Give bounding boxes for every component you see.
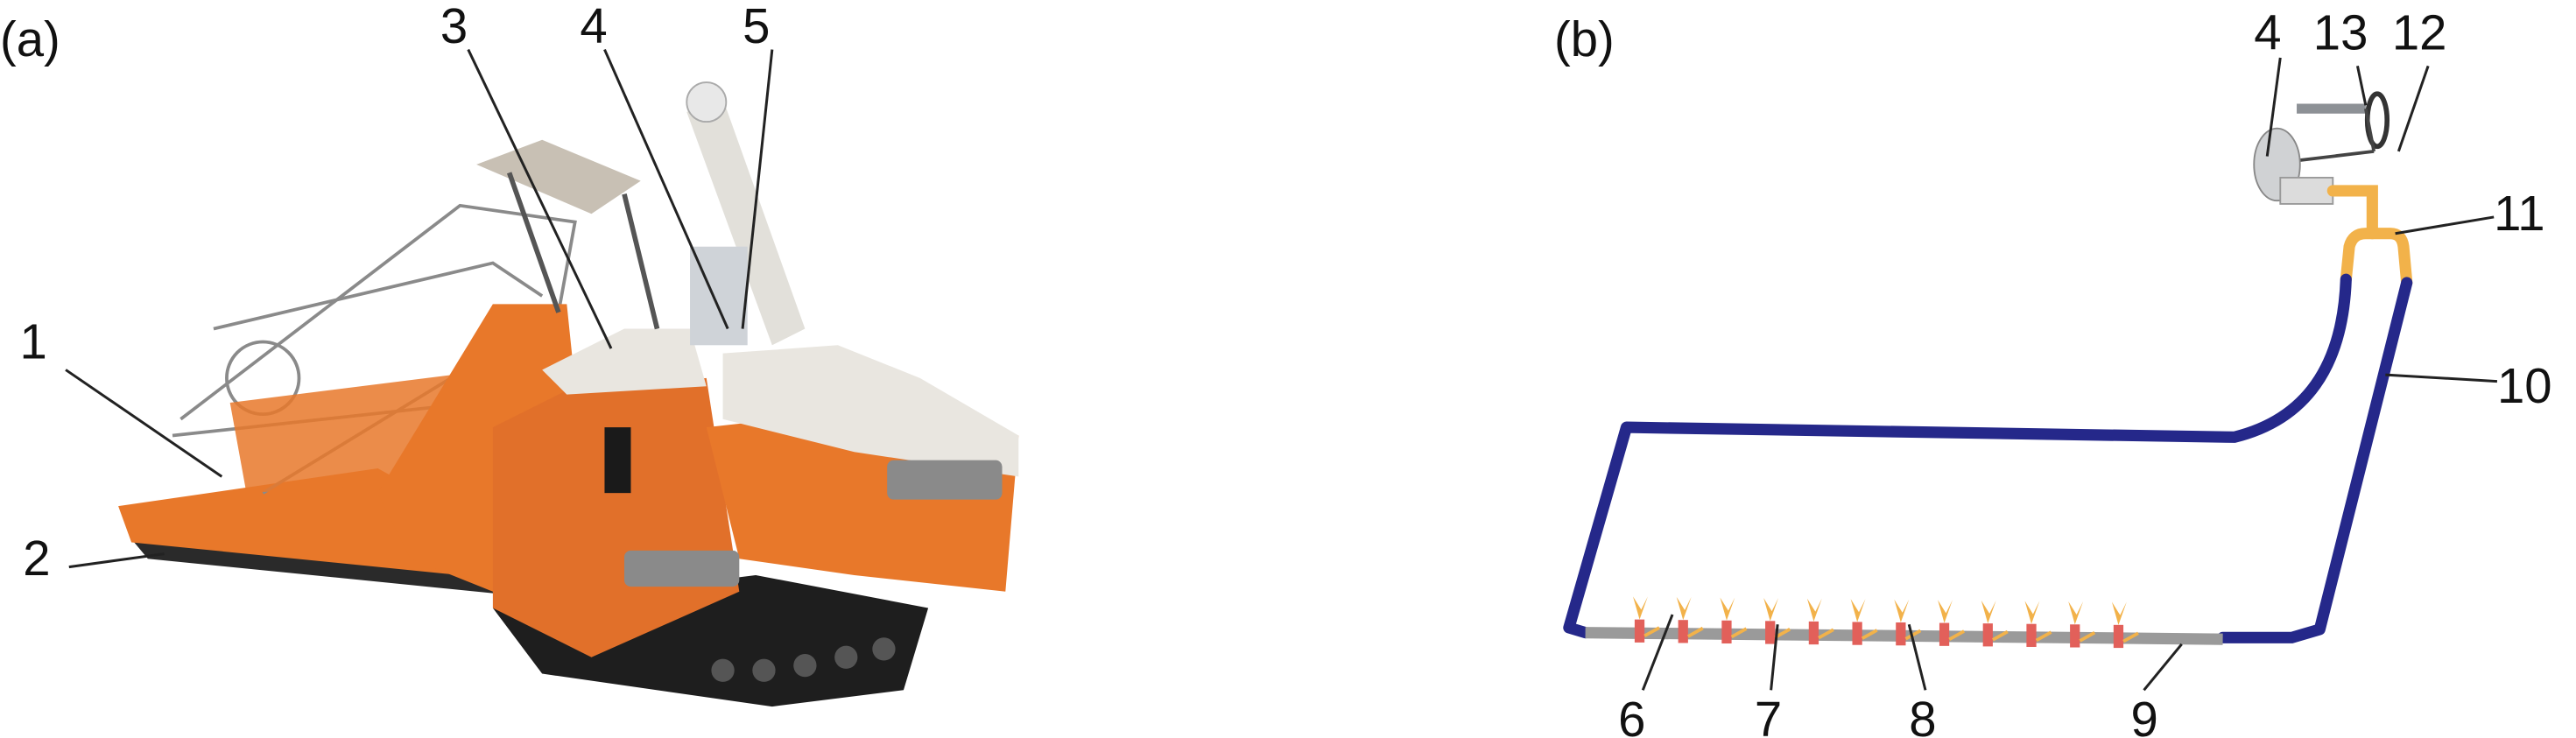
nozzle xyxy=(1938,600,1965,646)
panel-b-tag: (b) xyxy=(1554,11,1615,67)
nozzle xyxy=(1633,596,1660,643)
panel-a-tag: (a) xyxy=(0,11,60,67)
callout-6: 6 xyxy=(1618,692,1645,738)
callout-7: 7 xyxy=(1755,692,1782,738)
nozzle xyxy=(1676,596,1704,643)
nozzle xyxy=(1894,599,1922,646)
callout-1: 1 xyxy=(20,313,47,369)
callout-b-4: 4 xyxy=(2254,5,2281,60)
callout-2: 2 xyxy=(23,531,50,586)
callout-8: 8 xyxy=(1909,692,1936,738)
nozzle xyxy=(2111,601,2139,649)
cutter-bar xyxy=(131,538,510,595)
nozzle xyxy=(1720,597,1748,644)
engine-cover xyxy=(542,328,707,395)
nozzle xyxy=(1981,600,2009,647)
callout-10: 10 xyxy=(2497,358,2552,413)
panel-b: (b) 4 xyxy=(1554,5,2552,738)
callout-13: 13 xyxy=(2313,5,2368,60)
callout-4: 4 xyxy=(580,0,607,53)
tank-cover xyxy=(722,345,1019,477)
callout-9: 9 xyxy=(2131,692,2158,738)
nozzle xyxy=(2068,601,2096,648)
tee-connector xyxy=(2326,185,2413,289)
cab-canopy xyxy=(476,139,641,214)
callout-5: 5 xyxy=(743,0,770,53)
nozzle xyxy=(2024,601,2052,647)
callout-12: 12 xyxy=(2392,5,2447,60)
harvester-photo xyxy=(118,81,1019,707)
delivery-pipe xyxy=(1563,273,2413,643)
nozzles xyxy=(1633,596,2139,649)
main-body xyxy=(492,377,740,657)
callout-11: 11 xyxy=(2494,186,2544,241)
callout-3: 3 xyxy=(440,0,468,53)
nozzle xyxy=(1850,599,1878,645)
panel-a: (a) xyxy=(0,0,1019,707)
nozzle xyxy=(1806,598,1834,645)
unloading-auger xyxy=(686,98,806,346)
centrifugal-fan xyxy=(2253,91,2390,205)
